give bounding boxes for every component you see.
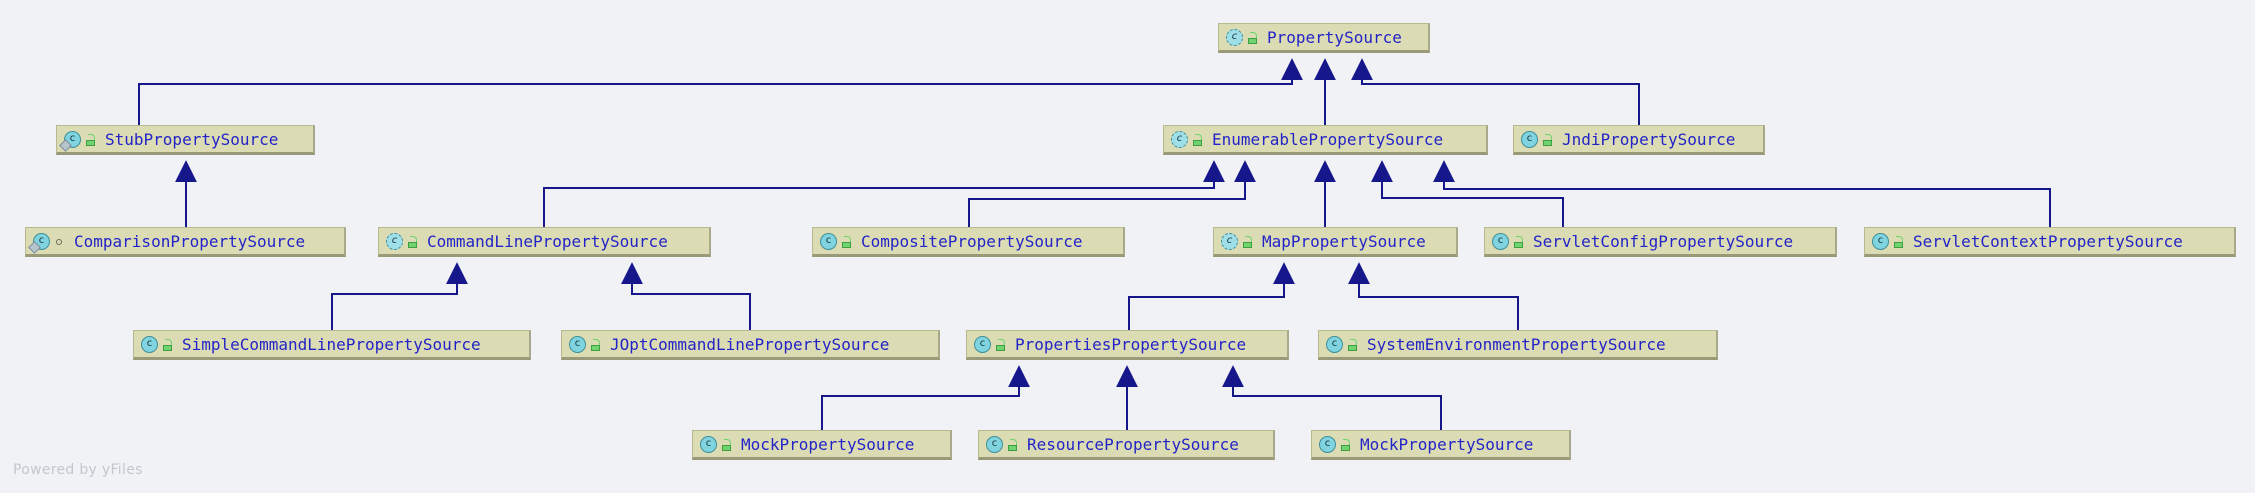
uml-class-name: MockPropertySource <box>1360 434 1534 454</box>
unlocked-padlock-icon <box>1192 133 1203 146</box>
edge-ServletConfigPropertySource-to-EnumerablePropertySource <box>1371 160 1564 227</box>
uml-class-name: PropertySource <box>1267 27 1402 47</box>
uml-class-name: StubPropertySource <box>105 129 279 149</box>
class-icon: c <box>1326 335 1343 353</box>
class-icon: c <box>1492 232 1509 250</box>
uml-class-name: SystemEnvironmentPropertySource <box>1367 334 1666 354</box>
unlocked-padlock-icon <box>1242 235 1253 248</box>
unlocked-padlock-icon <box>85 133 96 146</box>
class-icon: c <box>1171 130 1188 148</box>
edge-CompositePropertySource-to-EnumerablePropertySource <box>968 160 1256 227</box>
unlocked-padlock-icon <box>841 235 852 248</box>
uml-class-node-ResourcePropertySource[interactable]: c ResourcePropertySource <box>978 430 1275 460</box>
uml-class-node-JOptCommandLinePropertySource[interactable]: c JOptCommandLinePropertySource <box>561 330 940 360</box>
uml-class-name: JndiPropertySource <box>1562 129 1736 149</box>
uml-class-node-MockPropertySource1[interactable]: c MockPropertySource <box>692 430 952 460</box>
class-icon: c <box>700 435 717 453</box>
uml-class-name: SimpleCommandLinePropertySource <box>182 334 481 354</box>
unlocked-padlock-icon <box>1542 133 1553 146</box>
class-icon: c <box>1521 130 1538 148</box>
class-icon: c <box>1319 435 1336 453</box>
edge-JndiPropertySource-to-PropertySource <box>1351 58 1640 125</box>
unlocked-padlock-icon <box>1347 338 1358 351</box>
class-icon: c <box>986 435 1003 453</box>
uml-class-node-SimpleCommandLinePropertySource[interactable]: c SimpleCommandLinePropertySource <box>133 330 531 360</box>
yfiles-watermark: Powered by yFiles <box>13 462 143 478</box>
package-visibility-icon <box>54 235 65 248</box>
edge-JOptCommandLinePropertySource-to-CommandLinePropertySource <box>621 262 751 330</box>
uml-class-name: JOptCommandLinePropertySource <box>610 334 890 354</box>
unlocked-padlock-icon <box>407 235 418 248</box>
class-icon: c <box>569 335 586 353</box>
uml-class-node-PropertiesPropertySource[interactable]: c PropertiesPropertySource <box>966 330 1289 360</box>
uml-class-node-ComparisonPropertySource[interactable]: c ComparisonPropertySource <box>25 227 346 257</box>
class-icon: c <box>141 335 158 353</box>
uml-class-node-CompositePropertySource[interactable]: c CompositePropertySource <box>812 227 1125 257</box>
uml-class-node-MapPropertySource[interactable]: c MapPropertySource <box>1213 227 1458 257</box>
unlocked-padlock-icon <box>1893 235 1904 248</box>
uml-class-node-StubPropertySource[interactable]: c StubPropertySource <box>56 125 315 155</box>
edge-StubPropertySource-to-PropertySource <box>138 58 1303 125</box>
uml-class-node-PropertySource[interactable]: c PropertySource <box>1218 23 1430 53</box>
uml-class-name: ServletConfigPropertySource <box>1533 231 1794 251</box>
unlocked-padlock-icon <box>162 338 173 351</box>
uml-class-name: PropertiesPropertySource <box>1015 334 1247 354</box>
unlocked-padlock-icon <box>590 338 601 351</box>
uml-class-name: ComparisonPropertySource <box>74 231 306 251</box>
class-icon: c <box>820 232 837 250</box>
edge-PropertiesPropertySource-to-MapPropertySource <box>1128 262 1295 330</box>
uml-class-node-ServletContextPropertySource[interactable]: c ServletContextPropertySource <box>1864 227 2236 257</box>
class-icon: c <box>974 335 991 353</box>
unlocked-padlock-icon <box>1513 235 1524 248</box>
uml-class-name: ServletContextPropertySource <box>1913 231 2183 251</box>
uml-class-name: EnumerablePropertySource <box>1212 129 1444 149</box>
class-icon-stub: c <box>64 130 81 148</box>
uml-class-name: MockPropertySource <box>741 434 915 454</box>
edge-ServletContextPropertySource-to-EnumerablePropertySource <box>1433 160 2051 227</box>
unlocked-padlock-icon <box>721 438 732 451</box>
unlocked-padlock-icon <box>1340 438 1351 451</box>
edge-MockPropertySource2-to-PropertiesPropertySource <box>1222 365 1442 430</box>
unlocked-padlock-icon <box>1007 438 1018 451</box>
uml-class-name: CommandLinePropertySource <box>427 231 668 251</box>
uml-class-name: CompositePropertySource <box>861 231 1083 251</box>
unlocked-padlock-icon <box>1247 31 1258 44</box>
edge-SimpleCommandLinePropertySource-to-CommandLinePropertySource <box>331 262 468 330</box>
unlocked-padlock-icon <box>995 338 1006 351</box>
uml-class-node-CommandLinePropertySource[interactable]: c CommandLinePropertySource <box>378 227 711 257</box>
class-icon: c <box>386 232 403 250</box>
class-icon-stub: c <box>33 232 50 250</box>
class-icon: c <box>1221 232 1238 250</box>
uml-class-name: MapPropertySource <box>1262 231 1426 251</box>
uml-class-node-JndiPropertySource[interactable]: c JndiPropertySource <box>1513 125 1765 155</box>
uml-class-node-SystemEnvironmentPropertySource[interactable]: c SystemEnvironmentPropertySource <box>1318 330 1718 360</box>
uml-class-node-MockPropertySource2[interactable]: c MockPropertySource <box>1311 430 1571 460</box>
edge-CommandLinePropertySource-to-EnumerablePropertySource <box>543 160 1225 227</box>
edge-MockPropertySource1-to-PropertiesPropertySource <box>821 365 1030 430</box>
class-icon: c <box>1872 232 1889 250</box>
uml-class-node-ServletConfigPropertySource[interactable]: c ServletConfigPropertySource <box>1484 227 1837 257</box>
uml-class-name: ResourcePropertySource <box>1027 434 1239 454</box>
uml-class-node-EnumerablePropertySource[interactable]: c EnumerablePropertySource <box>1163 125 1488 155</box>
class-icon: c <box>1226 28 1243 46</box>
edge-SystemEnvironmentPropertySource-to-MapPropertySource <box>1348 262 1519 330</box>
